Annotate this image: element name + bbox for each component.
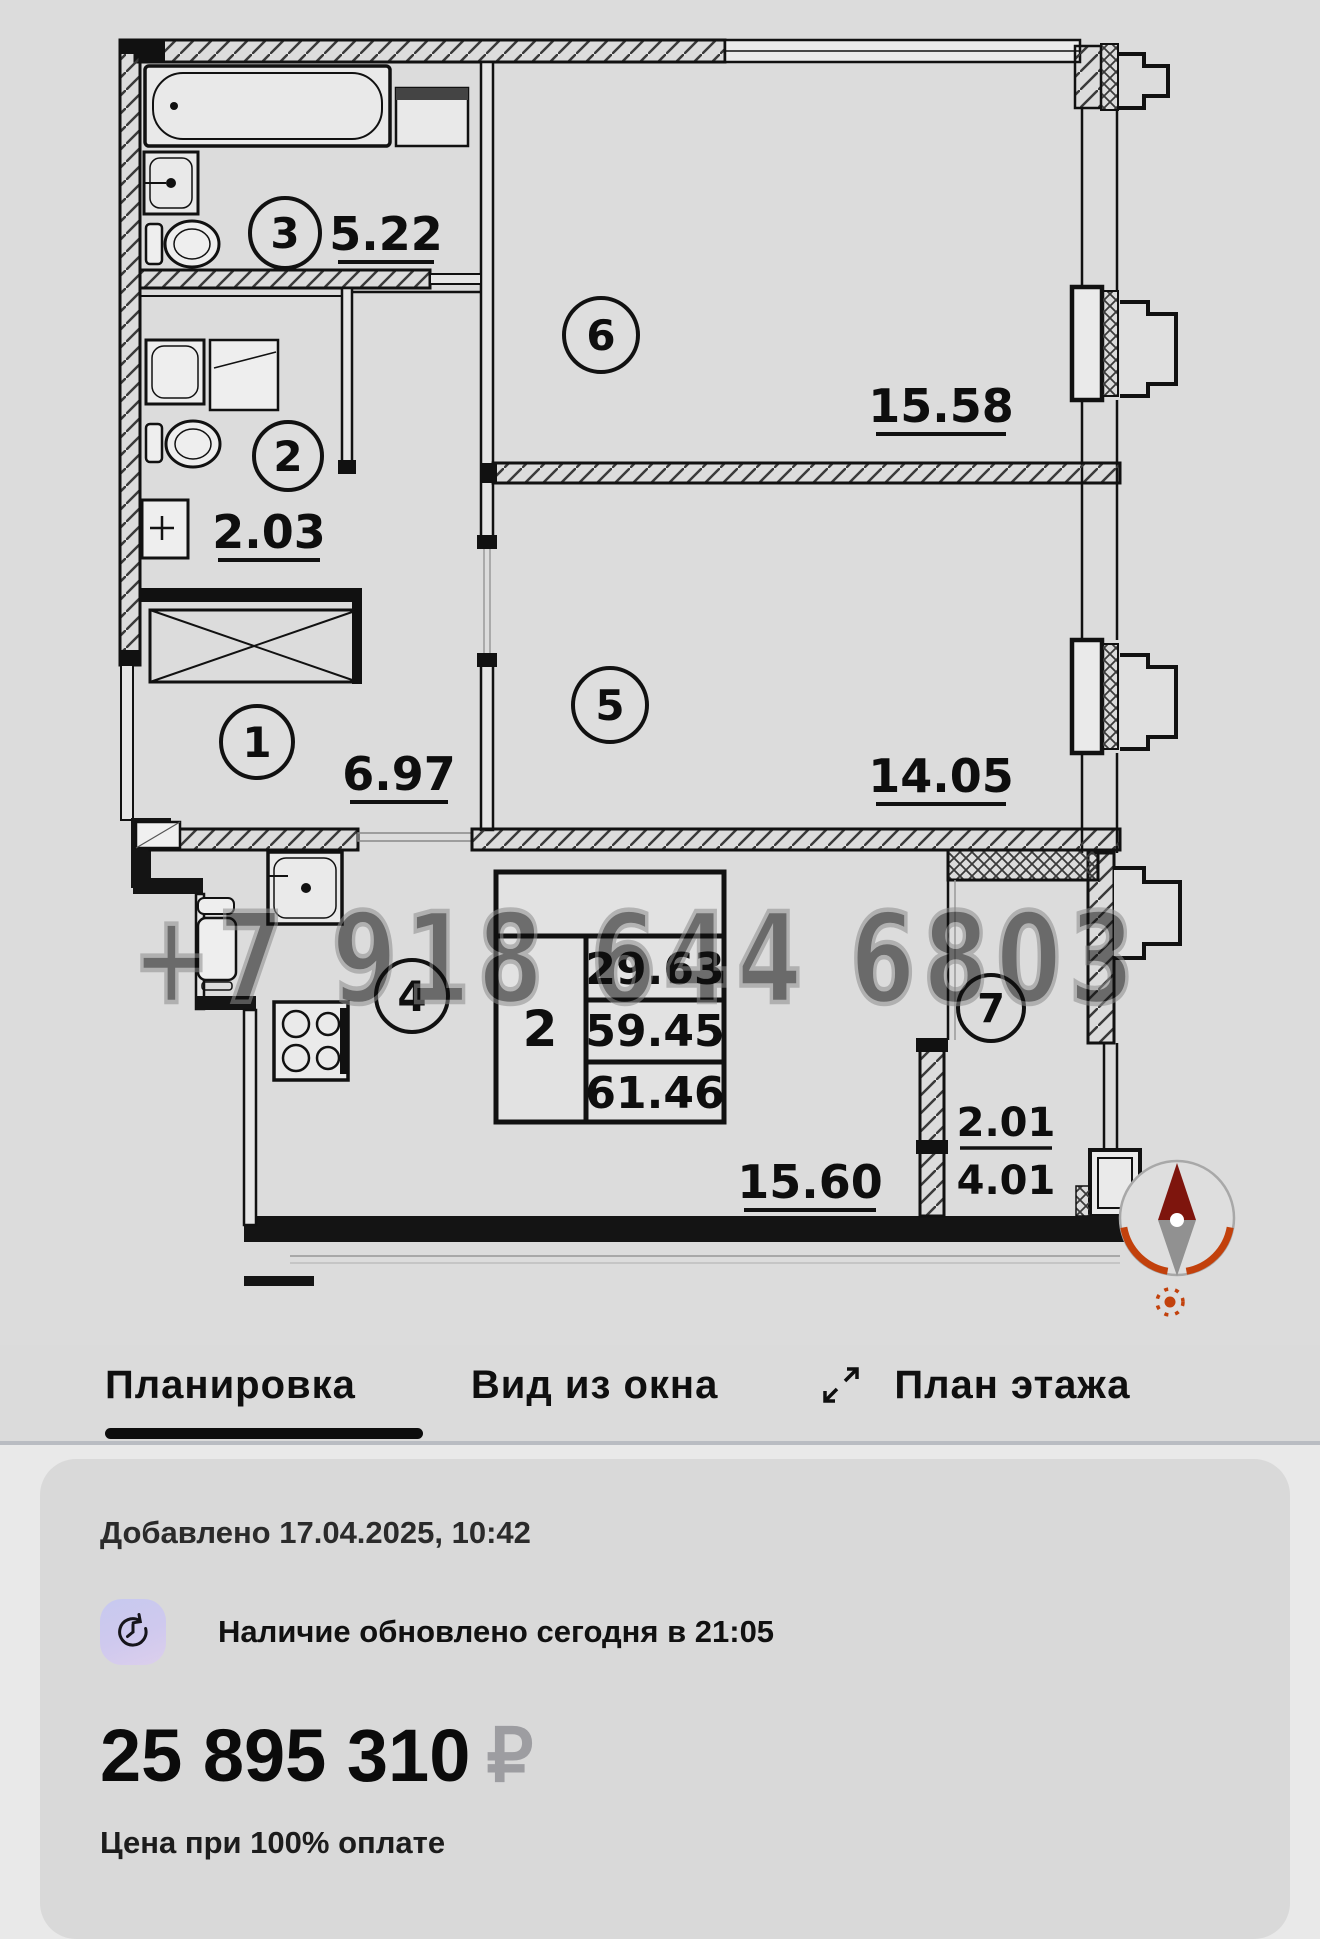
room-3-area-label: 5.22 [329, 207, 443, 261]
interior-walls [131, 60, 1122, 1227]
listing-info-card: Добавлено 17.04.2025, 10:42 Наличие обно… [40, 1459, 1290, 1939]
room-4-area-label: 15.60 [737, 1155, 883, 1209]
room-1-area-label: 6.97 [342, 747, 456, 801]
sink2-icon [140, 498, 190, 560]
availability-row: Наличие обновлено сегодня в 21:05 [100, 1599, 1230, 1665]
clock-refresh-icon [118, 1613, 148, 1647]
room-6-number: 6 [586, 311, 615, 360]
watermark-phone: +7 918 644 6803 [132, 887, 1142, 1032]
price-note-text: Цена при 100% оплате [100, 1825, 446, 1860]
expand-icon[interactable] [818, 1362, 864, 1408]
room-7-number: 7 [977, 986, 1005, 1032]
listing-info-section: Добавлено 17.04.2025, 10:42 Наличие обно… [0, 1459, 1320, 1939]
room-6-area-label: 15.58 [868, 379, 1014, 433]
stamp-value-total: 61.46 [585, 1068, 724, 1119]
room-7-area-top-label: 2.01 [957, 1100, 1056, 1146]
active-tab-underline [105, 1428, 423, 1439]
toilet2-icon [144, 419, 222, 469]
room-3-number: 3 [270, 209, 299, 258]
tab-planirovka[interactable]: Планировка [105, 1362, 356, 1407]
ruble-sign: ₽ [486, 1714, 534, 1797]
room-5-area-label: 14.05 [868, 749, 1014, 803]
availability-text: Наличие обновлено сегодня в 21:05 [218, 1614, 775, 1649]
availability-icon-badge [100, 1599, 166, 1665]
room-labels: 3 5.22 2 2.03 1 6.97 6 15.58 5 14.05 4 1… [212, 196, 1056, 1212]
bathroom-shelf-icon [394, 86, 470, 148]
fridge-icon [196, 897, 238, 991]
compass-icon [1118, 1159, 1236, 1317]
wardrobe-icon [148, 608, 360, 684]
washer-icon [140, 295, 342, 412]
added-date-text: Добавлено 17.04.2025, 10:42 [100, 1515, 531, 1550]
gallery-tabbar: Планировка Вид из окна План этажа [0, 1345, 1320, 1445]
stamp-value-area: 59.45 [585, 1006, 724, 1057]
plan-stamp-table: 2 29.63 59.45 61.46 [493, 869, 727, 1125]
kitchen-sink-icon [266, 850, 344, 926]
stove-icon [272, 1000, 350, 1082]
sink-icon [142, 150, 200, 216]
room-2-area-label: 2.03 [212, 505, 326, 559]
price-value: 25 895 310 [100, 1714, 471, 1797]
room-4-number: 4 [397, 972, 426, 1021]
tab-plan-etazha[interactable]: План этажа [894, 1362, 1131, 1407]
room-2-number: 2 [273, 432, 302, 481]
tab-vid-iz-okna[interactable]: Вид из окна [470, 1362, 719, 1407]
price-row: 25 895 310₽ [100, 1713, 1230, 1799]
room-1-number: 1 [242, 718, 271, 767]
toilet-icon [144, 219, 221, 269]
room-7-area-bottom-label: 4.01 [957, 1158, 1056, 1204]
bathtub-icon [143, 64, 392, 148]
stamp-rooms-count: 2 [523, 1000, 558, 1058]
room-5-number: 5 [595, 681, 624, 730]
floorplan-image[interactable]: 2 29.63 59.45 61.46 3 5.22 2 2.03 1 6.97… [0, 0, 1320, 1345]
stamp-value-living: 29.63 [585, 944, 724, 995]
